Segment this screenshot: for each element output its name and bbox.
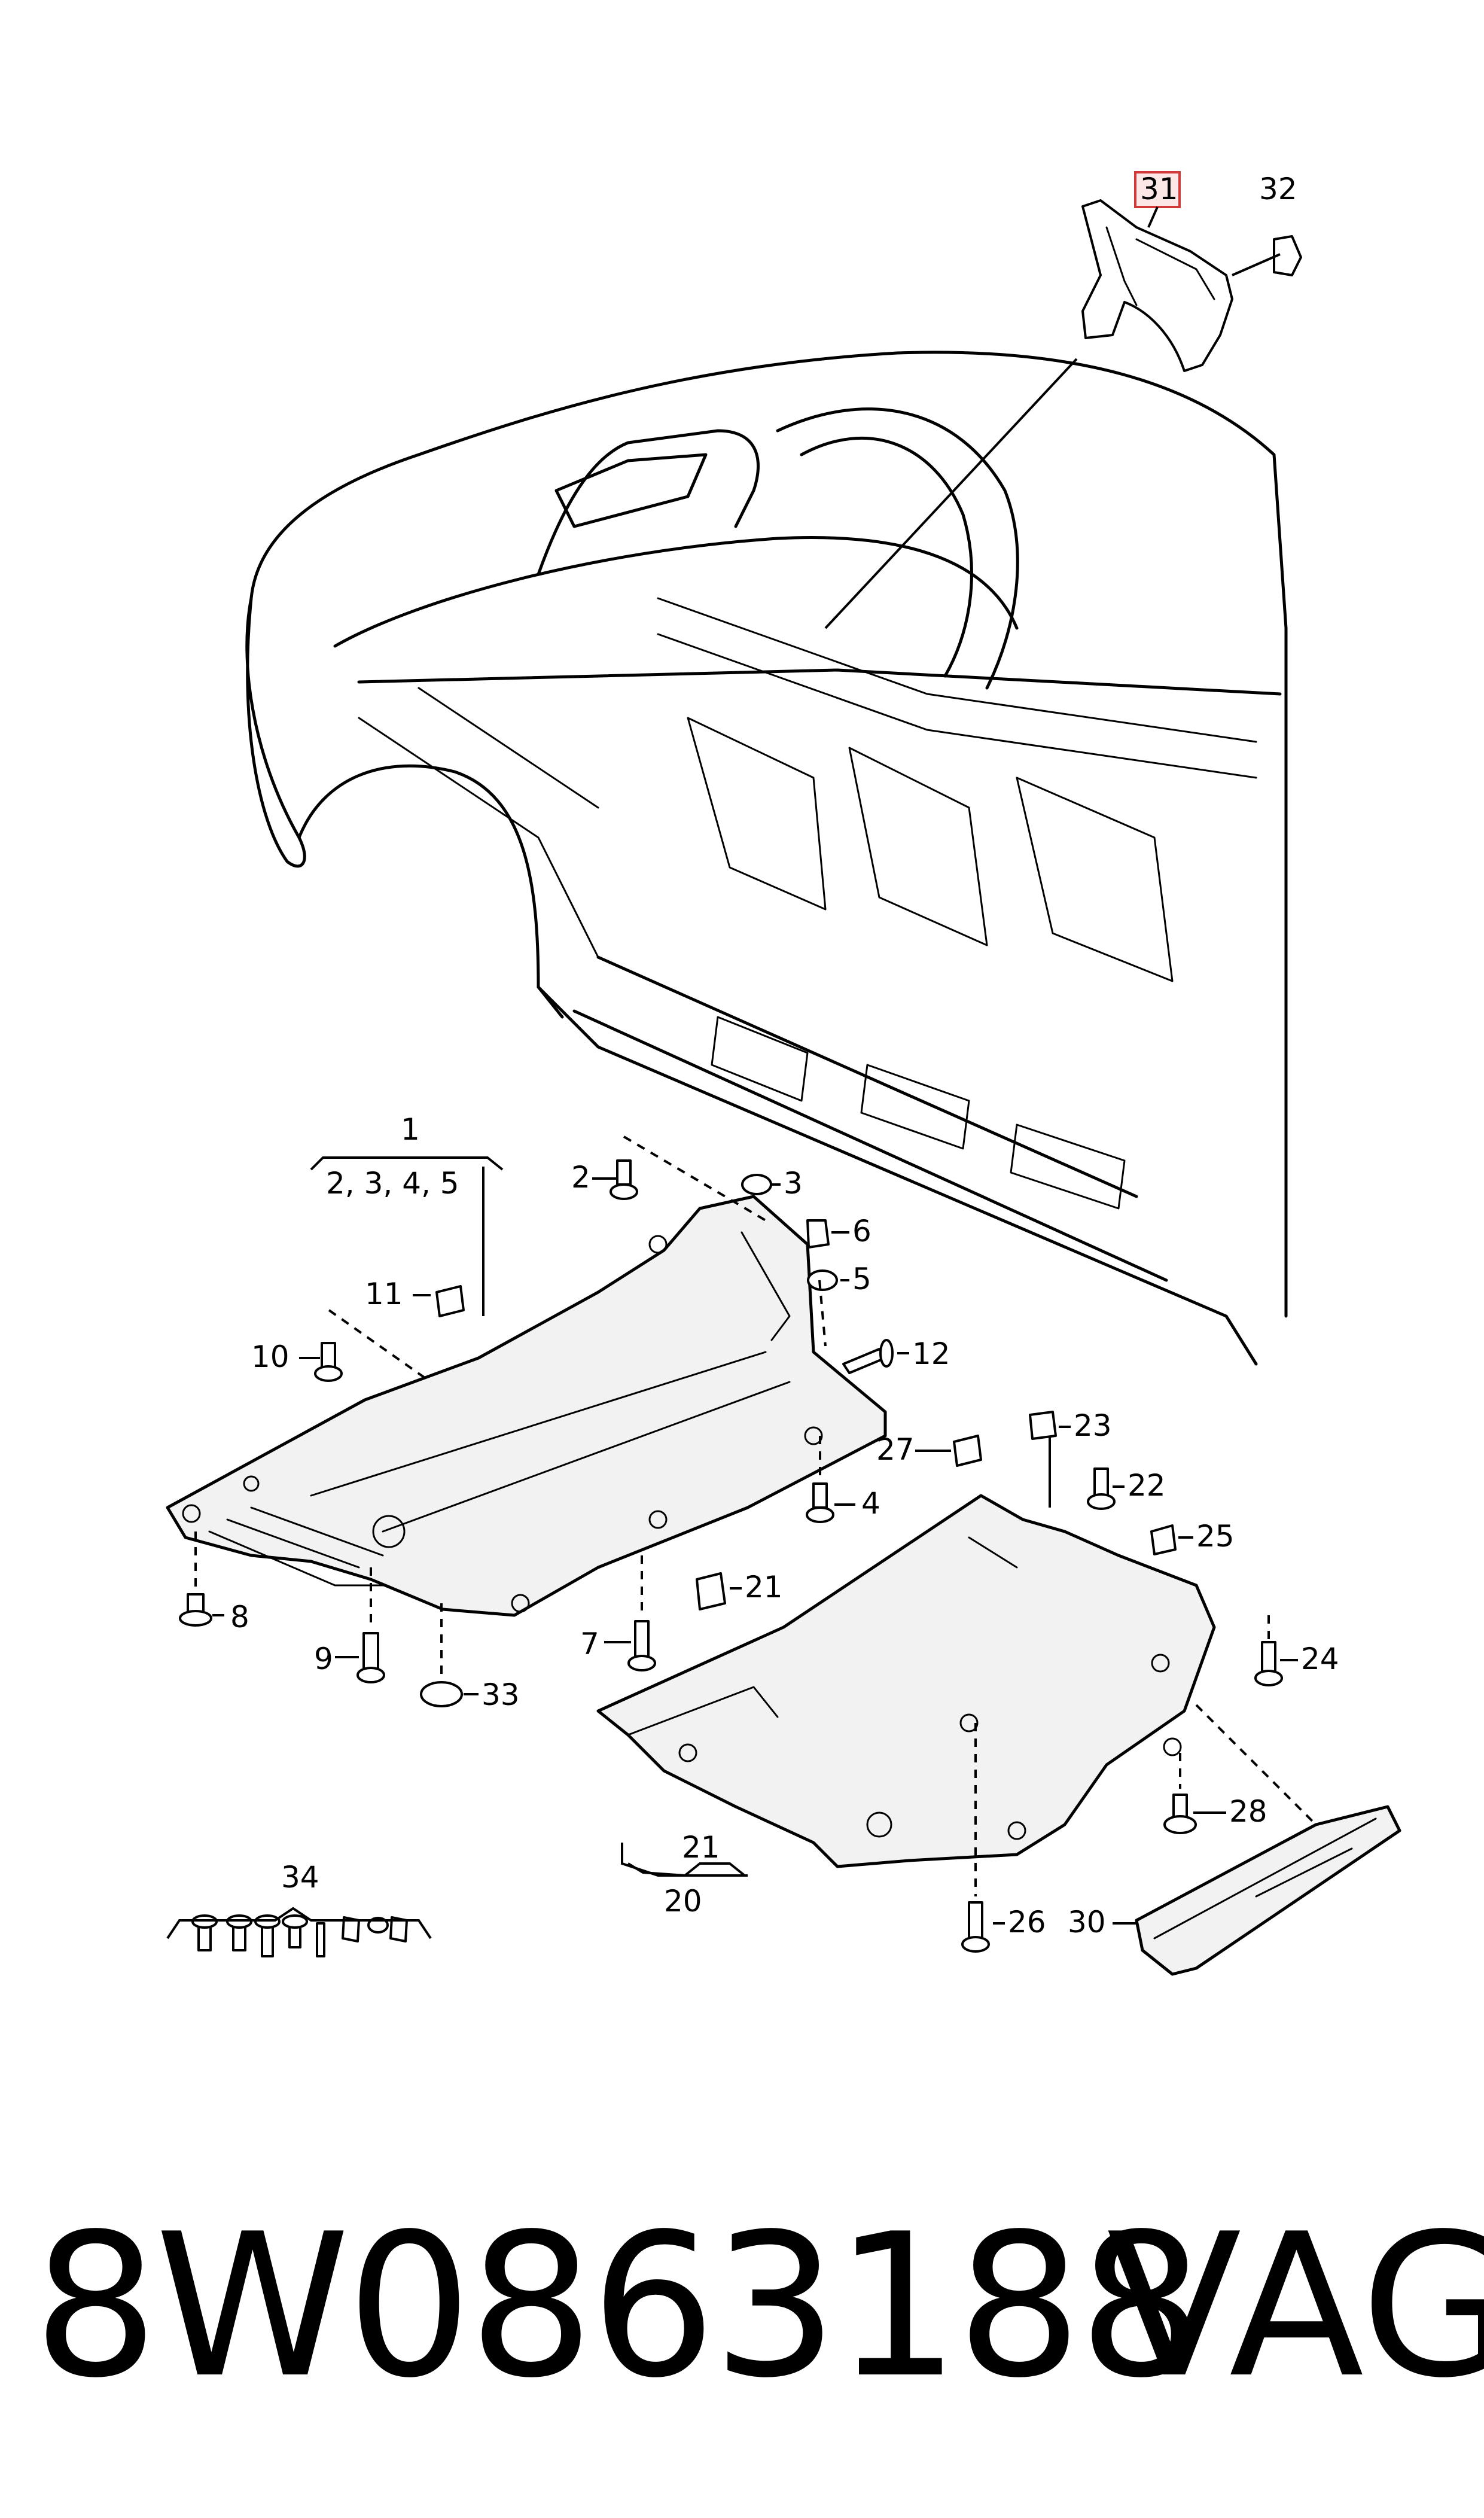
part-2-screw[interactable] xyxy=(610,1159,638,1200)
label-26: 26 xyxy=(1008,1905,1046,1940)
label-20: 20 xyxy=(664,1884,702,1919)
part-1-front-underbody-panel[interactable] xyxy=(166,1195,887,1617)
label-1-components: 2, 3, 4, 5 xyxy=(326,1166,459,1201)
part-9-bolt[interactable] xyxy=(356,1632,385,1683)
label-10: 10 xyxy=(251,1339,290,1374)
part-26-screw[interactable] xyxy=(961,1901,990,1953)
part-34-hardware-set[interactable] xyxy=(191,1914,408,1957)
part-31-leader xyxy=(1147,206,1159,228)
part-28-rivet[interactable] xyxy=(1163,1794,1197,1834)
part-8-bolt[interactable] xyxy=(179,1593,212,1627)
label-5: 5 xyxy=(852,1262,871,1296)
part-number: 8W0863188 xyxy=(33,2191,1204,2421)
label-21-panel: 21 xyxy=(682,1830,720,1865)
label-1: 1 xyxy=(401,1112,420,1147)
part-25-clip[interactable] xyxy=(1150,1524,1177,1555)
callout-labels: 1 2, 3, 4, 5 2 3 6 5 12 11 10 4 8 9 33 7… xyxy=(230,172,1339,1940)
label-7: 7 xyxy=(580,1627,599,1661)
label-27: 27 xyxy=(876,1432,915,1467)
brand-name: VAG xyxy=(1107,2191,1484,2421)
leader-lines xyxy=(166,1135,1317,1940)
part-5-washer[interactable] xyxy=(807,1269,838,1291)
label-25: 25 xyxy=(1196,1519,1235,1554)
part-32-clip[interactable] xyxy=(1232,235,1302,276)
label-8: 8 xyxy=(230,1600,249,1634)
part-31-install-line xyxy=(824,358,1078,629)
label-4: 4 xyxy=(861,1486,880,1521)
label-28: 28 xyxy=(1229,1794,1267,1829)
label-21-clip: 21 xyxy=(745,1570,783,1604)
label-11: 11 xyxy=(365,1277,403,1311)
vehicle-body-illustration xyxy=(245,351,1288,1366)
part-22-screw[interactable] xyxy=(1087,1467,1116,1510)
part-20-rear-underbody-panel[interactable] xyxy=(596,1494,1216,1868)
label-34: 34 xyxy=(281,1860,319,1895)
part-27-clip[interactable] xyxy=(953,1435,982,1467)
label-31: 31 xyxy=(1140,172,1178,206)
part-23-clip[interactable] xyxy=(1029,1411,1057,1440)
part-10-screw[interactable] xyxy=(314,1342,343,1382)
label-3: 3 xyxy=(784,1166,803,1201)
label-22: 22 xyxy=(1128,1468,1166,1503)
label-30: 30 xyxy=(1068,1905,1106,1940)
part-30-rear-strip[interactable] xyxy=(1135,1805,1401,1976)
part-33-grommet[interactable] xyxy=(420,1681,463,1707)
label-12: 12 xyxy=(912,1336,950,1371)
label-23: 23 xyxy=(1074,1408,1112,1443)
part-11-clip[interactable] xyxy=(435,1285,465,1317)
fasteners xyxy=(179,1159,1283,1957)
part-3-washer[interactable] xyxy=(741,1174,772,1195)
part-6-clip[interactable] xyxy=(806,1219,830,1249)
label-24: 24 xyxy=(1301,1642,1339,1676)
part-24-screw[interactable] xyxy=(1254,1641,1283,1686)
label-9: 9 xyxy=(314,1642,333,1676)
part-4-screw[interactable] xyxy=(806,1482,834,1523)
part-12-rivet[interactable] xyxy=(842,1339,894,1374)
label-32: 32 xyxy=(1259,172,1297,206)
label-6: 6 xyxy=(852,1214,871,1249)
part-21-clip[interactable] xyxy=(696,1572,726,1610)
label-33: 33 xyxy=(482,1677,520,1712)
label-2: 2 xyxy=(571,1160,590,1195)
part-7-screw[interactable] xyxy=(627,1620,656,1671)
